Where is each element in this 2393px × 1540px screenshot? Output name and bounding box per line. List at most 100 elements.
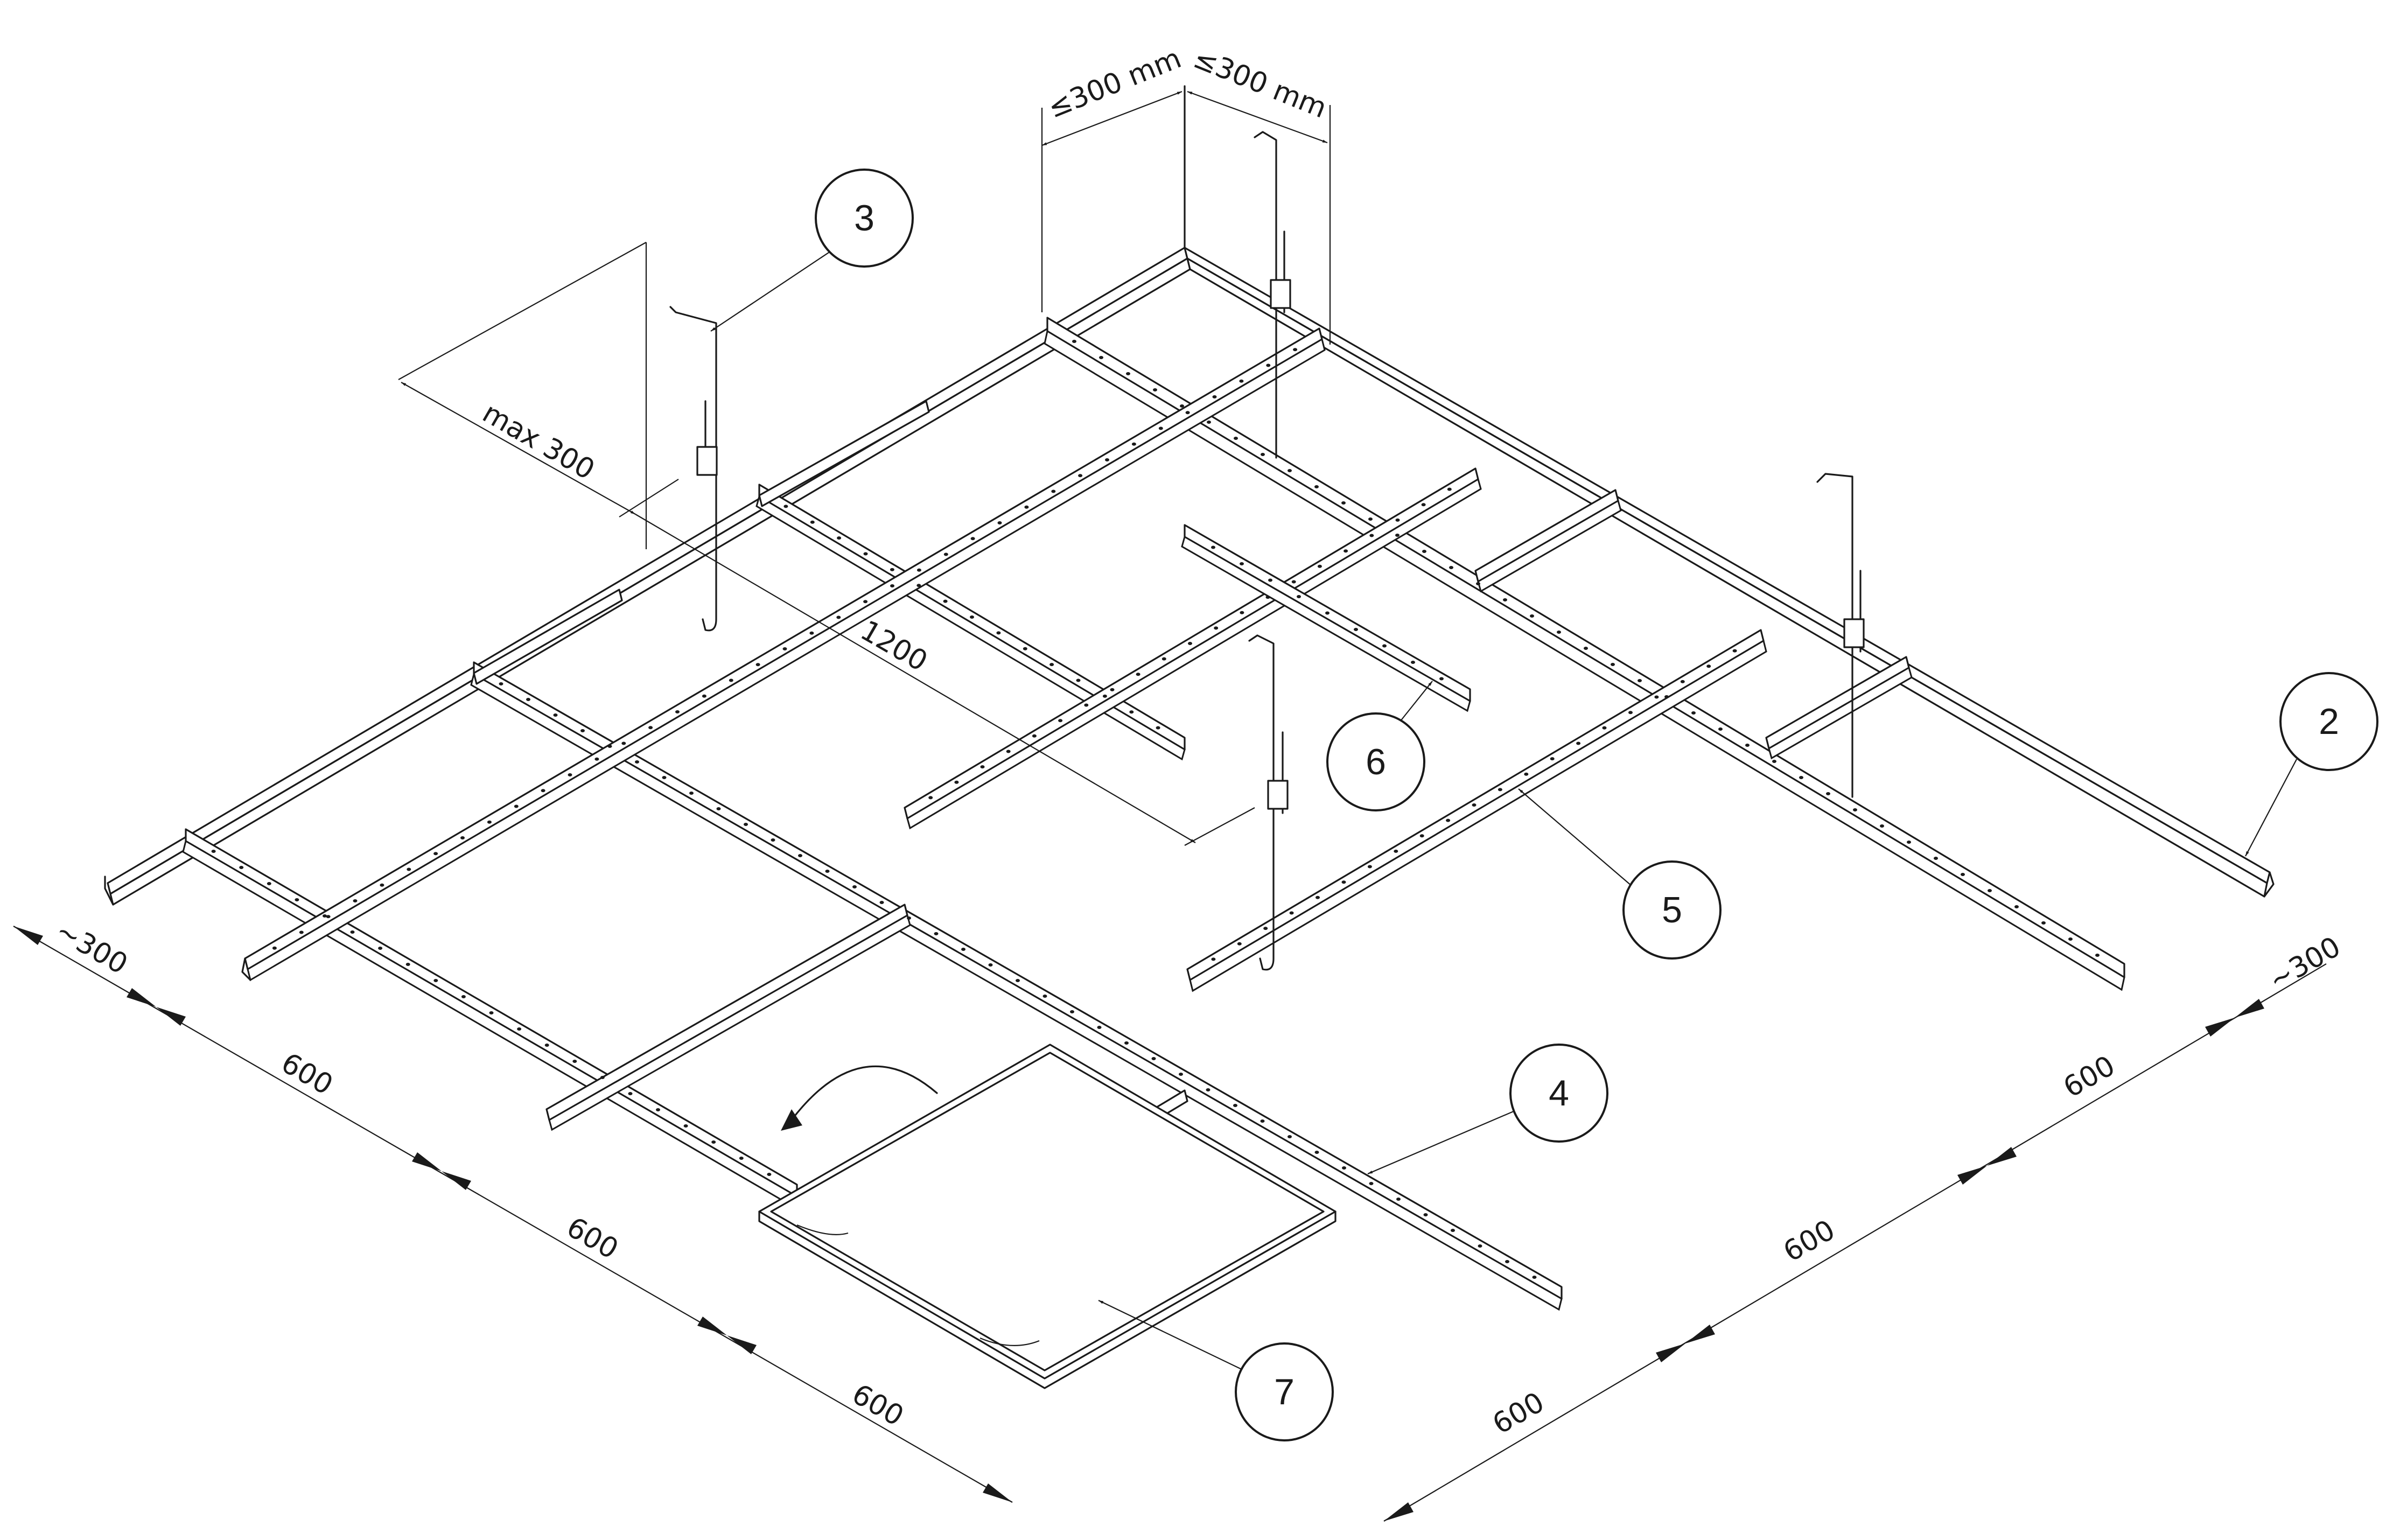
runner-slot — [272, 946, 277, 950]
runner-slot — [1016, 979, 1020, 982]
runner-slot — [863, 600, 868, 604]
runner-slot — [353, 899, 358, 902]
runner-slot — [580, 729, 585, 732]
dim-right-edge-label: ~300 — [2263, 930, 2346, 997]
runner-slot — [916, 584, 921, 587]
dim-main-span-label: 1200 — [855, 614, 933, 678]
runner-slot — [1032, 734, 1037, 738]
runner-slot — [852, 885, 857, 888]
runner-slot — [1049, 663, 1054, 667]
runner-slot — [1151, 1057, 1156, 1060]
runner-slot — [961, 948, 965, 951]
runner-slot — [662, 776, 667, 779]
runner-slot — [798, 854, 802, 857]
runner-slot — [1369, 1182, 1374, 1185]
runner-slot — [1422, 550, 1426, 553]
runner-slot — [1550, 757, 1555, 761]
runner-slot — [970, 537, 975, 541]
runner-slot — [825, 870, 830, 873]
runner-slot — [1799, 776, 1803, 779]
cross-tee-a-end — [241, 957, 251, 981]
runner-slot — [594, 757, 599, 761]
runner-slot — [621, 741, 626, 745]
runner-slot — [836, 615, 841, 619]
runner-slot — [744, 823, 748, 826]
runner-slot — [1179, 1073, 1183, 1076]
runner-slot — [1102, 694, 1107, 698]
dim-hanger-spacing: max 300 — [398, 242, 679, 549]
runner-slot — [553, 713, 558, 717]
runner-slot — [656, 1108, 660, 1111]
runner-slot — [689, 792, 694, 795]
runner-slot — [1124, 1041, 1129, 1045]
runner-slot — [239, 866, 244, 869]
runner-slot — [1156, 726, 1160, 730]
runner-slot — [499, 682, 503, 685]
runner-holes — [211, 340, 2100, 1279]
runner-slot — [489, 1011, 494, 1014]
runner-slot — [1212, 395, 1217, 398]
runner-slot — [1291, 580, 1296, 584]
runner-slot — [1421, 503, 1426, 507]
runner-slot — [1131, 442, 1136, 446]
runner-slot — [2014, 905, 2019, 908]
runner-slot — [1211, 957, 1216, 961]
callout-3: 3 — [710, 169, 914, 332]
runner-slot — [1611, 663, 1615, 666]
callout-2-label: 2 — [2319, 701, 2339, 742]
runner-slot — [1261, 453, 1265, 456]
runner-slot — [1476, 582, 1480, 585]
runner-slot — [600, 1076, 605, 1079]
runner-slot — [1419, 834, 1424, 838]
runner-slot — [1478, 1244, 1482, 1248]
runner-slot — [1395, 518, 1400, 522]
runner-slot — [1289, 911, 1294, 915]
runner-slot — [1288, 469, 1292, 472]
runner-slot — [879, 901, 884, 904]
runner-slot — [323, 914, 327, 918]
runner-slot — [1447, 487, 1452, 491]
callout-7-label: 7 — [1274, 1371, 1295, 1412]
callout-5: 5 — [1518, 788, 1722, 960]
runner-slot — [1153, 388, 1157, 391]
runner-slot — [1158, 426, 1163, 430]
runner-slot — [1505, 1260, 1509, 1263]
cross-tee-short-right — [1765, 656, 1913, 760]
callout-2: 2 — [2245, 672, 2378, 857]
runner-slot — [1097, 1026, 1102, 1029]
runner-slot — [1732, 649, 1737, 653]
runner-slot — [1602, 726, 1607, 730]
runner-slot — [572, 1060, 577, 1063]
dim-right-3-label: 600 — [1487, 1386, 1550, 1441]
runner-slot — [1628, 711, 1633, 715]
runner-slot — [1368, 517, 1373, 521]
runner-slot — [767, 1173, 772, 1176]
runner-slot — [1439, 677, 1444, 681]
runner-slot — [1078, 474, 1083, 478]
callout-4: 4 — [1367, 1044, 1608, 1175]
runner-slot — [526, 698, 530, 701]
runner-slot — [1524, 772, 1529, 776]
runner-slot — [1206, 1088, 1211, 1091]
hanger-4 — [1816, 473, 1865, 798]
runner-slot — [837, 536, 842, 540]
runner-slot — [1024, 505, 1029, 509]
cross-tee-short-left — [473, 589, 623, 685]
callout-6-label: 6 — [1366, 741, 1386, 782]
runner-slot — [299, 930, 304, 934]
wall-angle-left — [104, 247, 1191, 906]
runner-slot — [1382, 644, 1387, 648]
runner-slot — [514, 804, 519, 808]
runner-slot — [890, 568, 894, 571]
runner-slot — [1023, 647, 1027, 650]
cross-tee-short-mid — [1474, 489, 1622, 593]
runner-slot — [1239, 379, 1244, 383]
runner-slot — [1084, 703, 1089, 707]
runner-slot — [1664, 695, 1669, 698]
runner-slot — [295, 898, 299, 901]
runner-slot — [1472, 803, 1477, 807]
dim-top-right-label: ≤300 mm — [1189, 42, 1331, 124]
runner-slot — [544, 1044, 549, 1047]
runner-slot — [1396, 1198, 1401, 1201]
runner-slot — [683, 1124, 688, 1128]
